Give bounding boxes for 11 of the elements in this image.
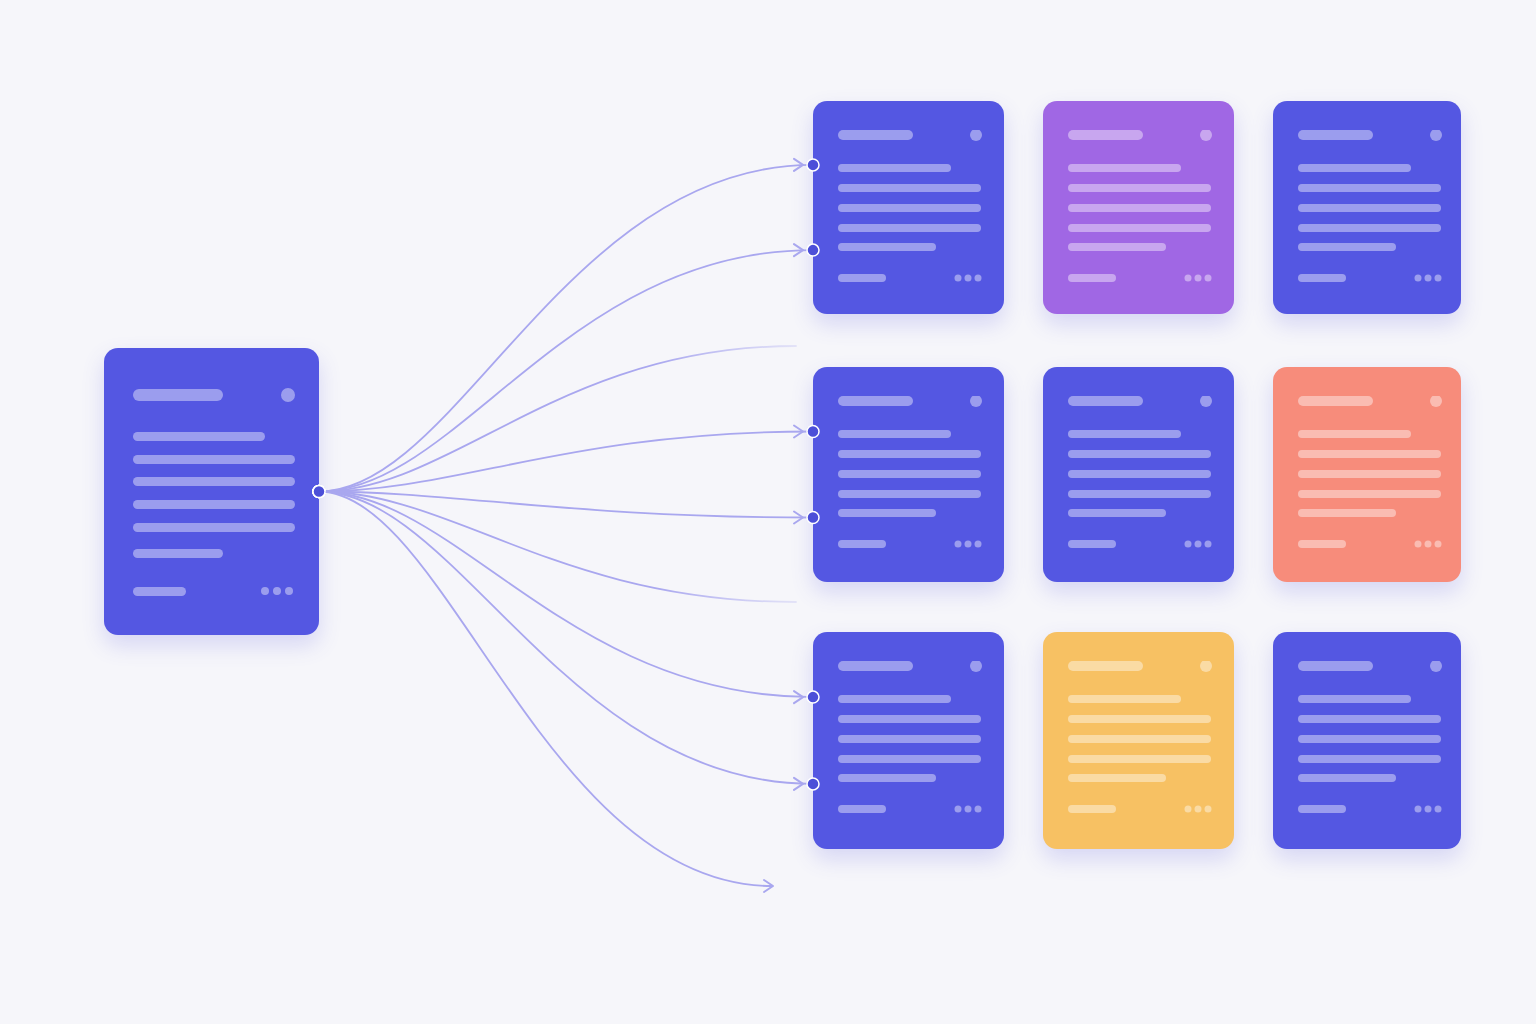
document-card — [104, 348, 319, 635]
document-card — [813, 632, 1004, 849]
document-card — [813, 101, 1004, 314]
document-card — [1043, 101, 1234, 314]
arrow — [312, 484, 774, 892]
document-card — [1043, 367, 1234, 582]
document-card — [1273, 632, 1461, 849]
document-card — [1043, 632, 1234, 849]
document-card — [813, 367, 1004, 582]
document-card — [1273, 101, 1461, 314]
document-card — [1273, 367, 1461, 582]
